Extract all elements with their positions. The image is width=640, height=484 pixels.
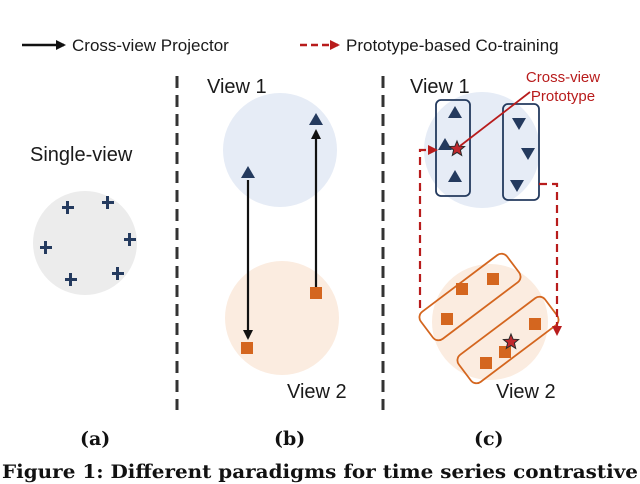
panel-a-letter: (a) (80, 428, 110, 450)
square-point (241, 342, 253, 354)
cotraining-arrow-left (418, 145, 438, 308)
prototype-label-line2: Prototype (531, 88, 595, 105)
plus-point (102, 196, 114, 209)
square-point (480, 357, 492, 369)
panel-b-view1-label: View 1 (207, 76, 267, 98)
panel-c-view2-label: View 2 (496, 381, 556, 403)
inverted-triangle-point (510, 180, 524, 192)
view1-cluster-box (502, 103, 540, 201)
inverted-triangle-point (512, 118, 526, 130)
triangle-point (448, 170, 462, 182)
plus-point (124, 233, 136, 246)
prototype-callout-line (459, 91, 531, 147)
panel-a-title: Single-view (30, 144, 133, 166)
plus-point (40, 241, 52, 254)
panel-b-view2-label: View 2 (287, 381, 347, 403)
cotraining-arrow-right (539, 182, 562, 336)
legend: Cross-view Projector Prototype-based Co-… (22, 36, 559, 55)
single-view-points (40, 196, 136, 286)
prototype-star-view2 (502, 332, 520, 350)
panel-b: View 1 View 2 (b) (207, 76, 347, 450)
single-view-circle (33, 191, 137, 295)
figure-caption: Figure 1: Different paradigms for time s… (2, 461, 638, 483)
square-point (456, 283, 468, 295)
square-point (310, 287, 322, 299)
panel-b-letter: (b) (274, 428, 305, 450)
triangle-point (448, 106, 462, 118)
square-point (441, 313, 453, 325)
view1-circle (223, 93, 337, 207)
panel-c-letter: (c) (474, 428, 504, 450)
square-point (487, 273, 499, 285)
prototype-star-view1 (448, 139, 466, 157)
square-point (529, 318, 541, 330)
plus-point (65, 273, 77, 286)
prototype-label-line1: Cross-view (526, 69, 600, 86)
inverted-triangle-point (521, 148, 535, 160)
legend-cotraining-label: Prototype-based Co-training (346, 36, 559, 55)
triangle-point (241, 166, 255, 178)
panel-c: View 1 View 2 Cross-view Prototype (410, 69, 600, 450)
triangle-point (438, 138, 452, 150)
triangle-point (309, 113, 323, 125)
plus-point (112, 267, 124, 280)
panel-a: Single-view (a) (30, 144, 137, 450)
square-point (499, 346, 511, 358)
panel-c-view1-label: View 1 (410, 76, 470, 98)
legend-projector-label: Cross-view Projector (72, 36, 229, 55)
view2-cluster-box (456, 295, 560, 385)
view2-circle (225, 261, 339, 375)
plus-point (62, 201, 74, 214)
